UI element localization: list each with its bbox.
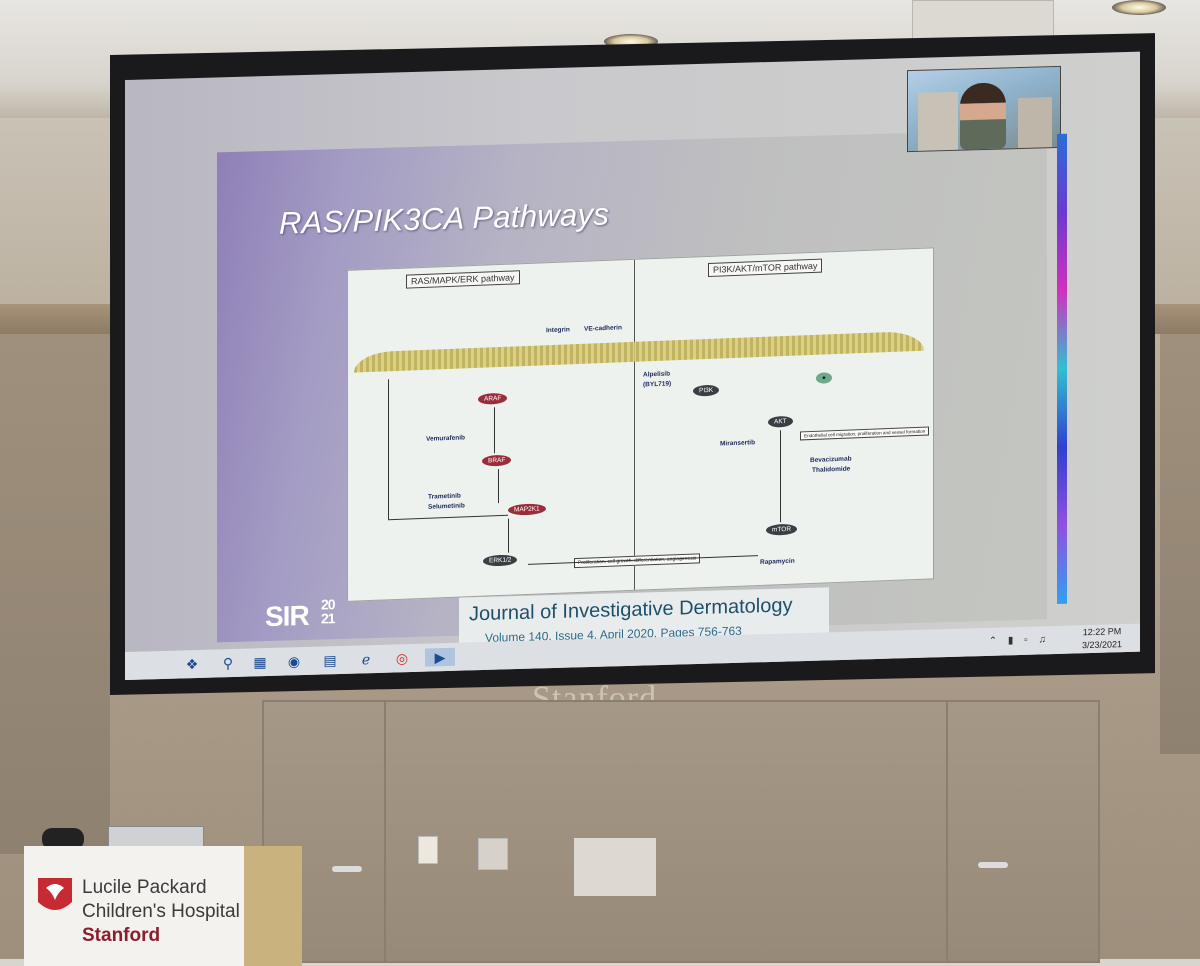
door-handle (332, 866, 362, 872)
slide-title: RAS/PIK3CA Pathways (279, 196, 610, 241)
mtor-node: mTOR (766, 523, 798, 536)
posted-paper (574, 838, 656, 896)
hospital-name-line1: Lucile Packard (82, 877, 207, 898)
trametinib-label: Trametinib (428, 492, 461, 501)
podium: Lucile Packard Children's Hospital Stanf… (24, 846, 302, 966)
taskbar-time: 12:22 PM (1082, 626, 1122, 638)
taskbar-clock[interactable]: 12:22 PM 3/23/2021 (1082, 625, 1122, 652)
ie-icon[interactable]: ℯ (361, 651, 371, 668)
edge-icon[interactable]: ◉ (287, 653, 301, 670)
alpelisib-code-label: (BYL719) (643, 380, 672, 389)
pathway-diagram: RAS/MAPK/ERK pathway PI3K/AKT/mTOR pathw… (347, 247, 934, 602)
endothelial-node: ● (816, 372, 832, 384)
folder-icon[interactable]: ▤ (323, 652, 337, 669)
hospital-name-line3: Stanford (82, 925, 161, 946)
pi3k-node: PI3K (693, 384, 720, 397)
wall-switch (418, 836, 438, 864)
akt-node: AKT (768, 415, 793, 428)
braf-node: BRAF (482, 454, 512, 467)
thalidomide-label: Thalidomide (812, 465, 851, 475)
hospital-logo-icon (38, 878, 72, 910)
chrome-icon[interactable]: ◎ (395, 650, 409, 667)
ceiling-light (1112, 0, 1166, 15)
podium-laptop (108, 826, 204, 848)
door-right (946, 700, 1100, 963)
task-view-icon[interactable]: ▦ (253, 654, 267, 671)
ve-cadherin-label: VE-cadherin (584, 324, 622, 333)
vemurafenib-label: Vemurafenib (426, 434, 466, 443)
erk-node: ERK1/2 (483, 554, 518, 567)
miransertib-label: Miransertib (720, 439, 756, 448)
right-pathway-label: PI3K/AKT/mTOR pathway (708, 258, 823, 278)
speaker-webcam-feed (907, 65, 1061, 153)
hospital-name-line2: Children's Hospital (82, 901, 240, 922)
windows-icon[interactable]: ❖ (185, 655, 199, 673)
cell-membrane (354, 330, 924, 373)
desktop-wallpaper-strip (1057, 133, 1067, 604)
hospital-name: Lucile Packard Children's Hospital Stanf… (82, 876, 240, 948)
webcam-building (918, 91, 958, 151)
wall-panel-right (1160, 334, 1200, 754)
presentation-slide: RAS/PIK3CA Pathways RAS/MAPK/ERK pathway… (217, 129, 1047, 656)
system-tray[interactable]: ⌃ ▮ ▫ ♫ (988, 634, 1050, 647)
alpelisib-label: Alpelisib (643, 370, 671, 379)
webcam-building (1018, 97, 1052, 149)
mek-node: MAP2K1 (508, 503, 546, 516)
door-center (384, 700, 948, 963)
endothelial-label: Endothelial cell migration, proliferatio… (800, 426, 930, 441)
bevacizumab-label: Bevacizumab (810, 455, 852, 465)
arrow (388, 514, 508, 521)
door-handle (978, 862, 1008, 868)
arrow (388, 379, 389, 520)
sir-logo-year-bottom: 21 (321, 610, 335, 627)
araf-node: ARAF (478, 392, 508, 405)
projector-screen: RAS/PIK3CA Pathways RAS/MAPK/ERK pathway… (125, 51, 1140, 680)
speaker-person (960, 82, 1006, 150)
search-icon[interactable]: ⚲ (222, 654, 234, 672)
wall-panel-left (0, 334, 110, 854)
journal-name: Journal of Investigative Dermatology (469, 594, 793, 626)
rapamycin-label: Rapamycin (760, 557, 795, 567)
card-reader (478, 838, 508, 870)
selumetinib-label: Selumetinib (428, 502, 465, 511)
app-icon[interactable]: ▶ (425, 647, 455, 667)
sir-logo-text: SIR (265, 599, 309, 633)
arrow (498, 469, 499, 504)
left-pathway-label: RAS/MAPK/ERK pathway (406, 270, 520, 289)
integrin-label: Integrin (546, 326, 570, 335)
arrow (508, 518, 509, 553)
taskbar-date: 3/23/2021 (1081, 639, 1122, 651)
pathway-divider (634, 259, 635, 590)
arrow (780, 430, 781, 523)
arrow (494, 407, 495, 454)
podium-microphone (42, 828, 84, 850)
